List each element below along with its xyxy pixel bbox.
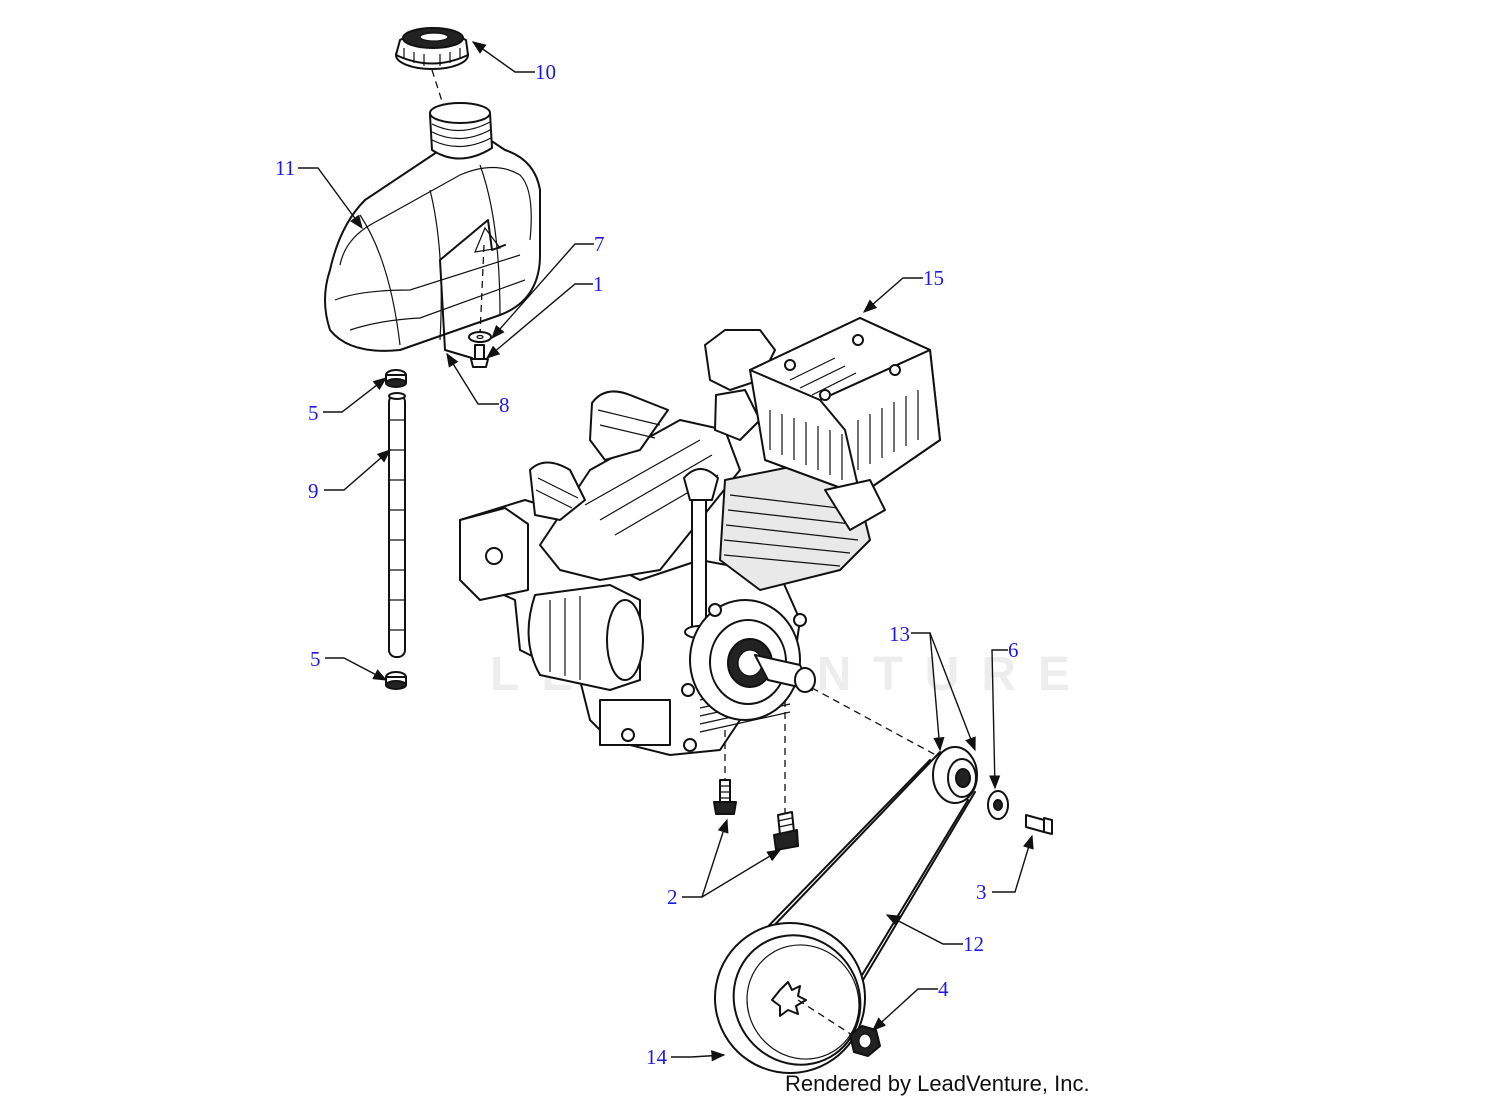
callout-3[interactable]: 3 [976, 880, 987, 904]
callout-4[interactable]: 4 [938, 977, 949, 1001]
callout-5-top[interactable]: 5 [308, 401, 319, 425]
fuel-tank-part[interactable] [324, 102, 541, 352]
drive-belt-part[interactable] [749, 751, 976, 996]
callout-5-bottom[interactable]: 5 [310, 647, 321, 671]
callout-7[interactable]: 7 [594, 232, 605, 256]
pulley-nut-part[interactable] [849, 1025, 881, 1057]
pulley-washer-part[interactable] [987, 790, 1009, 820]
driven-pulley-part[interactable] [686, 894, 895, 1102]
callout-15[interactable]: 15 [923, 266, 944, 290]
callout-9[interactable]: 9 [308, 479, 319, 503]
credit-text: Rendered by LeadVenture, Inc. [785, 1071, 1090, 1096]
engine-assembly-part[interactable] [459, 317, 941, 756]
callout-10[interactable]: 10 [535, 60, 556, 84]
callout-8[interactable]: 8 [499, 393, 510, 417]
callout-14[interactable]: 14 [646, 1045, 668, 1069]
fuel-cap-part[interactable] [395, 27, 469, 70]
engine-pulley-part[interactable] [932, 746, 978, 804]
screw-part[interactable] [470, 344, 489, 368]
tank-strap-part[interactable] [439, 219, 506, 359]
fuel-line-part[interactable] [388, 392, 406, 658]
callout-12[interactable]: 12 [963, 932, 984, 956]
callout-13[interactable]: 13 [889, 622, 910, 646]
callout-2[interactable]: 2 [667, 885, 678, 909]
callout-6[interactable]: 6 [1008, 638, 1019, 662]
engine-bolt-left-part[interactable] [713, 779, 737, 815]
washer-part[interactable] [468, 331, 492, 343]
engine-bolt-right-part[interactable] [773, 811, 799, 851]
pulley-bolt-part[interactable] [1025, 814, 1053, 835]
hose-clamp-top-part[interactable] [385, 369, 407, 388]
callout-1[interactable]: 1 [593, 272, 604, 296]
callout-11[interactable]: 11 [275, 156, 295, 180]
hose-clamp-bottom-part[interactable] [385, 671, 407, 690]
